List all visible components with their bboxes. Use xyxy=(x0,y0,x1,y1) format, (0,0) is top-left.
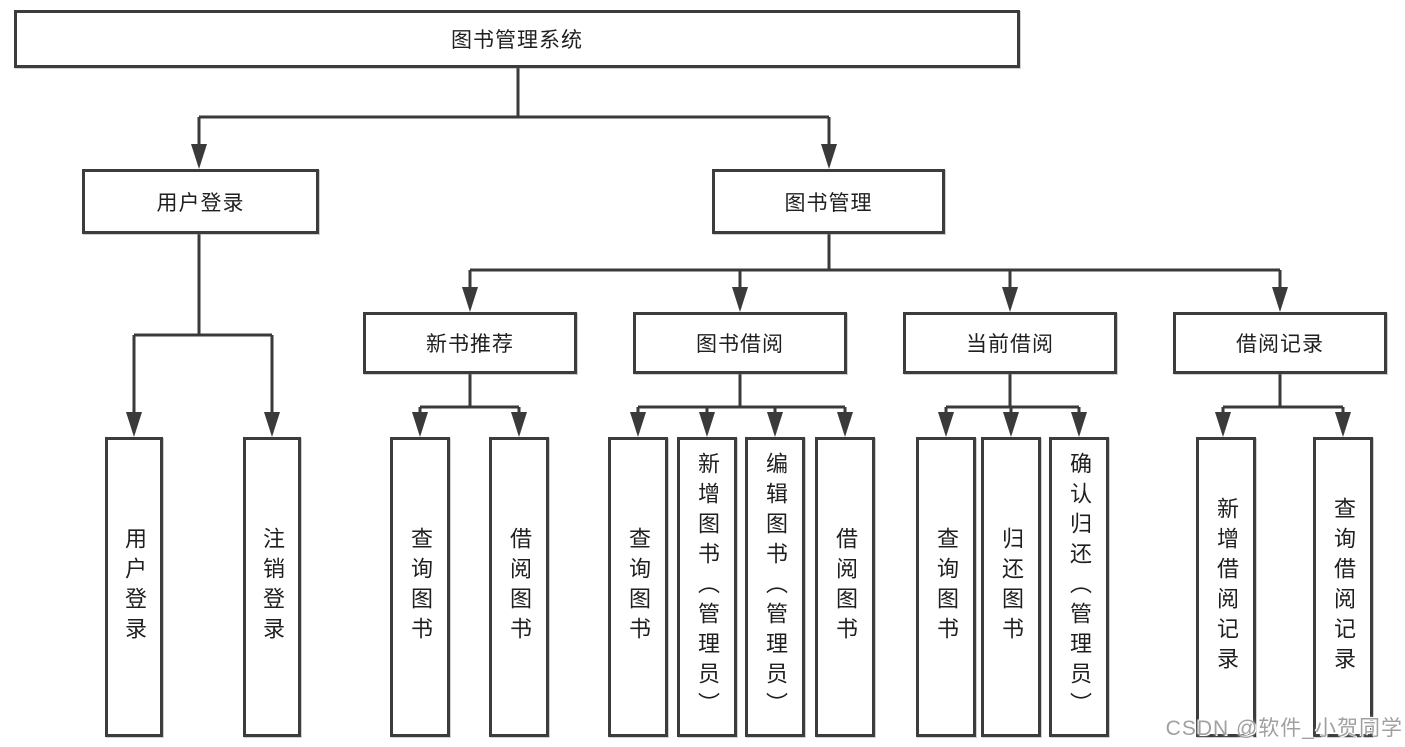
leaf-query-books-1: 查询图书 xyxy=(390,437,450,737)
leaf-add-borrow-record-label: 新增借阅记录 xyxy=(1214,497,1239,677)
node-root-label: 图书管理系统 xyxy=(451,29,583,52)
leaf-return-books: 归还图书 xyxy=(981,437,1041,737)
leaf-query-books-3-label: 查询图书 xyxy=(934,527,959,647)
node-user-login-label: 用户登录 xyxy=(156,191,245,215)
leaf-confirm-return-admin: 确认归还（管理员） xyxy=(1049,437,1109,737)
leaf-borrow-books-2: 借阅图书 xyxy=(815,437,875,737)
node-current-borrow-label: 当前借阅 xyxy=(966,333,1054,356)
leaf-logout: 注销登录 xyxy=(243,437,301,737)
node-root: 图书管理系统 xyxy=(14,10,1020,68)
node-book-borrow: 图书借阅 xyxy=(633,312,847,374)
leaf-add-books-admin-label: 新增图书（管理员） xyxy=(695,452,720,722)
node-borrow-records-label: 借阅记录 xyxy=(1236,333,1324,356)
leaf-query-borrow-record: 查询借阅记录 xyxy=(1313,437,1373,737)
node-user-login: 用户登录 xyxy=(82,169,319,234)
leaf-confirm-return-admin-label: 确认归还（管理员） xyxy=(1067,452,1092,722)
watermark: CSDN @软件_小贺同学 xyxy=(1165,717,1403,740)
leaf-edit-books-admin-label: 编辑图书（管理员） xyxy=(763,452,788,722)
leaf-query-books-1-label: 查询图书 xyxy=(408,527,433,647)
leaf-query-books-3: 查询图书 xyxy=(916,437,976,737)
node-book-borrow-label: 图书借阅 xyxy=(696,333,784,356)
leaf-edit-books-admin: 编辑图书（管理员） xyxy=(745,437,805,737)
leaf-user-login: 用户登录 xyxy=(105,437,163,737)
node-new-book-recommend-label: 新书推荐 xyxy=(426,333,514,356)
leaf-query-books-2-label: 查询图书 xyxy=(626,527,651,647)
node-book-management-label: 图书管理 xyxy=(784,191,873,215)
leaf-logout-label: 注销登录 xyxy=(260,527,285,647)
leaf-borrow-books-2-label: 借阅图书 xyxy=(833,527,858,647)
leaf-query-books-2: 查询图书 xyxy=(608,437,668,737)
node-borrow-records: 借阅记录 xyxy=(1173,312,1387,374)
leaf-add-books-admin: 新增图书（管理员） xyxy=(677,437,737,737)
node-new-book-recommend: 新书推荐 xyxy=(363,312,577,374)
leaf-add-borrow-record: 新增借阅记录 xyxy=(1196,437,1256,737)
leaf-query-borrow-record-label: 查询借阅记录 xyxy=(1331,497,1356,677)
leaf-user-login-label: 用户登录 xyxy=(122,527,147,647)
leaf-return-books-label: 归还图书 xyxy=(999,527,1024,647)
leaf-borrow-books-1: 借阅图书 xyxy=(489,437,549,737)
leaf-borrow-books-1-label: 借阅图书 xyxy=(507,527,532,647)
node-book-management: 图书管理 xyxy=(712,169,945,234)
node-current-borrow: 当前借阅 xyxy=(903,312,1117,374)
